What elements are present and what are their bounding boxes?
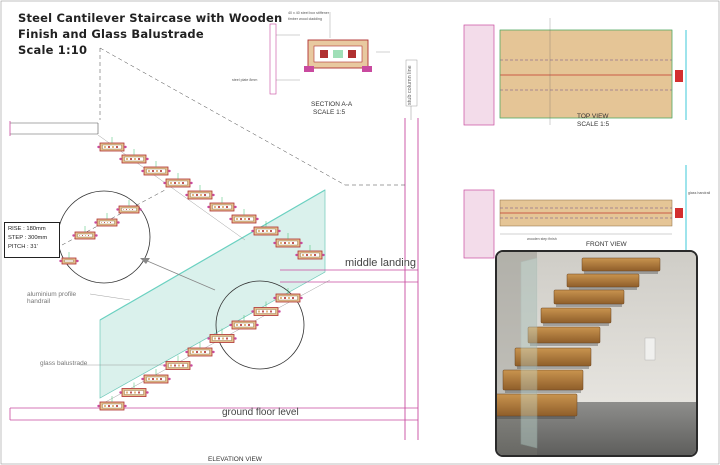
- detail-tread: [94, 213, 120, 227]
- section-scale: SCALE 1:5: [313, 109, 346, 116]
- front-view-label: FRONT VIEW: [586, 241, 627, 248]
- photo-step: [553, 289, 625, 307]
- lower-tread: [229, 315, 259, 330]
- upper-tread: [229, 209, 259, 224]
- lower-tread: [251, 301, 281, 316]
- note-glass-handrail: glass handrail: [688, 191, 711, 195]
- rise-text: RISE : 180mm: [8, 226, 46, 232]
- wall-line-label: stub column line: [407, 65, 413, 105]
- photo-step: [527, 326, 601, 346]
- upper-tread: [207, 197, 237, 212]
- top-view-drawing: [463, 18, 687, 126]
- photo-step: [502, 369, 584, 393]
- upper-tread: [119, 149, 149, 164]
- section-a-a-drawing: [269, 12, 390, 95]
- step-text: STEP : 300mm: [8, 235, 48, 241]
- detail-tread: [116, 200, 142, 214]
- upper-flight-treads: [97, 137, 325, 260]
- detail-tread: [72, 226, 98, 240]
- photo-step: [540, 307, 612, 326]
- middle-landing-label: middle landing: [345, 257, 416, 269]
- handrail-line: [99, 189, 326, 321]
- note-wood-step: wooden step finish: [527, 237, 557, 241]
- scale-label: Scale 1:10: [18, 43, 88, 57]
- lower-tread: [207, 328, 237, 343]
- front-view-drawing: [463, 165, 687, 259]
- lower-tread: [141, 369, 171, 384]
- photo-step: [497, 393, 578, 419]
- upper-tread: [97, 137, 127, 152]
- upper-tread: [273, 233, 303, 248]
- upper-tread: [141, 161, 171, 176]
- detail-circle-steps: [215, 280, 305, 370]
- top-view-label: TOP VIEW: [577, 113, 609, 120]
- lower-tread: [97, 396, 127, 411]
- ground-floor-label: ground floor level: [222, 407, 299, 418]
- note-cladding: timber wood cladding: [288, 17, 322, 21]
- detail-treads: [59, 200, 142, 265]
- elevation-label: ELEVATION VIEW: [208, 456, 262, 463]
- lower-flight-treads: [97, 288, 303, 411]
- lower-tread: [185, 342, 215, 357]
- top-view-scale: SCALE 1:5: [577, 121, 610, 128]
- photo-illustration: [497, 252, 696, 455]
- lower-tread: [273, 288, 303, 303]
- upper-tread: [251, 221, 281, 236]
- note-steel-plate: steel plate 8mm: [232, 78, 258, 82]
- title-line-2: Finish and Glass Balustrade: [18, 27, 204, 41]
- title-line-1: Steel Cantilever Staircase with Wooden: [18, 11, 283, 25]
- photo-step: [581, 257, 661, 274]
- pitch-text: PITCH : 31': [8, 244, 38, 250]
- lower-tread: [163, 355, 193, 370]
- photo-steps: [497, 257, 661, 419]
- pitch-info-box: RISE : 180mm STEP : 300mm PITCH : 31': [4, 222, 60, 258]
- upper-tread: [185, 185, 215, 200]
- detail-circle-pitch: [57, 190, 151, 284]
- upper-tread: [295, 245, 325, 260]
- note-stiffener: 40 x 40 steel box stiffener: [288, 11, 329, 15]
- glass-balustrade-label: glass balustrade: [40, 360, 88, 367]
- lower-tread: [119, 382, 149, 397]
- upper-tread: [163, 173, 193, 188]
- reference-photo: [495, 250, 698, 457]
- detail-tread: [59, 252, 79, 265]
- photo-step: [566, 273, 640, 290]
- section-label: SECTION A-A: [311, 101, 353, 108]
- handrail-label: aluminium profile handrail: [27, 291, 77, 305]
- photo-step: [514, 347, 592, 369]
